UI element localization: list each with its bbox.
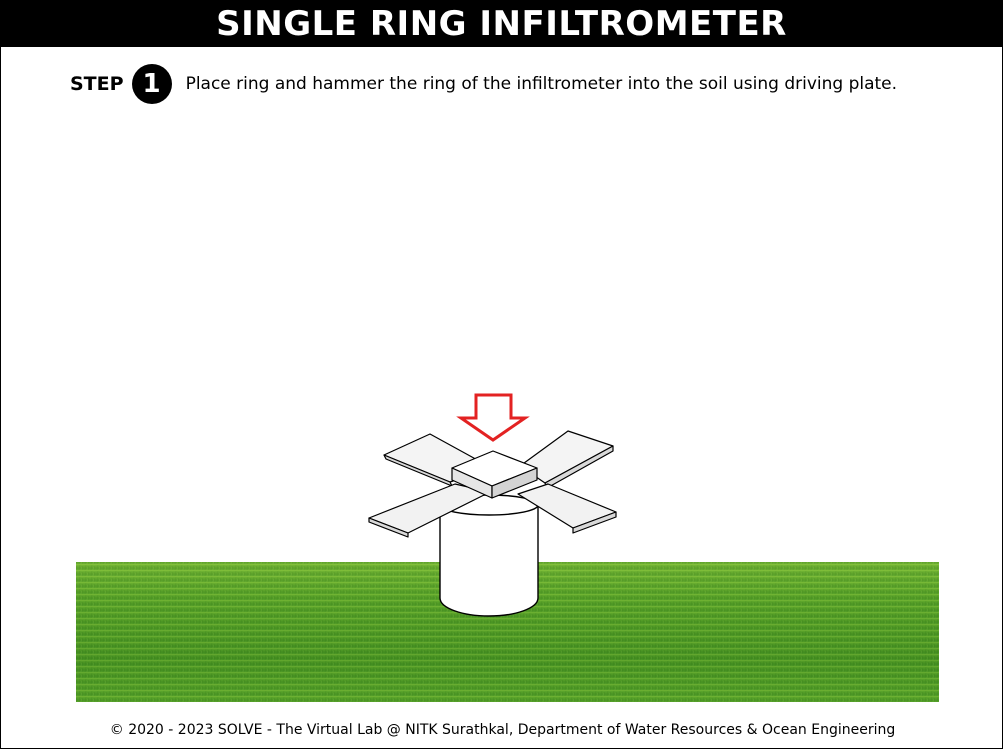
step-instruction: STEP 1 Place ring and hammer the ring of… bbox=[70, 64, 897, 104]
step-instruction-text: Place ring and hammer the ring of the in… bbox=[185, 74, 898, 94]
driving-plate bbox=[368, 430, 617, 538]
down-arrow-icon bbox=[456, 393, 530, 442]
page-title-text: SINGLE RING INFILTROMETER bbox=[216, 3, 787, 44]
infiltrometer-scene bbox=[76, 393, 939, 702]
step-number-badge: 1 bbox=[131, 64, 172, 104]
page-title: SINGLE RING INFILTROMETER bbox=[0, 0, 1003, 47]
infiltrometer-ring bbox=[439, 494, 539, 617]
footer-copyright: © 2020 - 2023 SOLVE - The Virtual Lab @ … bbox=[109, 722, 896, 738]
step-label: STEP bbox=[70, 73, 124, 95]
